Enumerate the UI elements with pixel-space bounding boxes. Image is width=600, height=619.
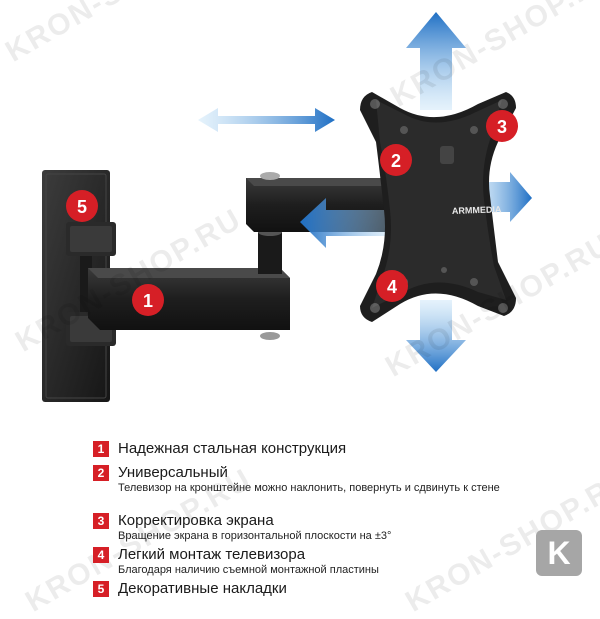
main-arm	[88, 268, 290, 330]
badge-3: 3	[486, 110, 518, 142]
feature-title: Надежная стальная конструкция	[118, 440, 347, 457]
svg-text:2: 2	[391, 151, 401, 171]
badge-5: 5	[66, 190, 98, 222]
feature-title: Легкий монтаж телевизора	[118, 546, 306, 563]
horizontal-move-arrow	[198, 108, 335, 132]
swivel-arrow-left	[300, 198, 400, 248]
svg-text:4: 4	[387, 277, 397, 297]
feature-number: 2	[93, 465, 109, 481]
store-logo-badge: K	[536, 530, 582, 576]
tilt-arrow-up	[406, 12, 466, 110]
feature-title: Корректировка экрана	[118, 512, 274, 529]
badge-4: 4	[376, 270, 408, 302]
tilt-arrow-down	[406, 300, 466, 372]
feature-number: 3	[93, 513, 109, 529]
feature-description: Вращение экрана в горизонтальной плоскос…	[118, 530, 392, 542]
feature-number: 1	[93, 441, 109, 457]
feature-description: Телевизор на кронштейне можно наклонить,…	[118, 482, 500, 494]
feature-number: 5	[93, 581, 109, 597]
svg-text:5: 5	[77, 197, 87, 217]
badge-1: 1	[132, 284, 164, 316]
feature-title: Универсальный	[118, 464, 228, 481]
feature-description: Благодаря наличию съемной монтажной плас…	[118, 564, 379, 576]
product-illustration: ARMMEDIA 5 1 2 3 4	[42, 12, 532, 402]
svg-text:3: 3	[497, 117, 507, 137]
badge-2: 2	[380, 144, 412, 176]
feature-title: Декоративные накладки	[118, 580, 287, 597]
brand-logo: ARMMEDIA	[452, 204, 502, 216]
feature-number: 4	[93, 547, 109, 563]
svg-text:1: 1	[143, 291, 153, 311]
